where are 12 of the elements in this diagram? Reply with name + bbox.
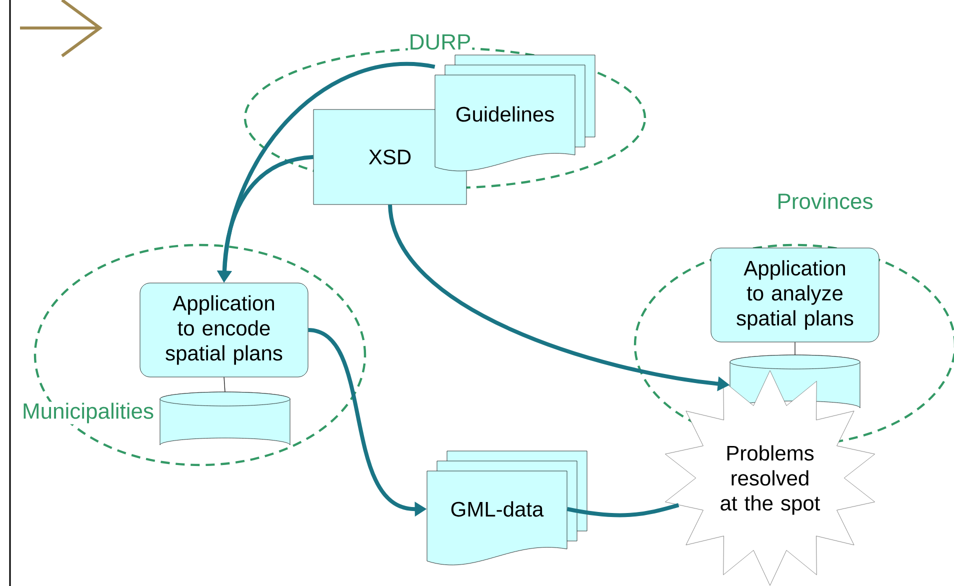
process-box: Application to analyze spatial plans bbox=[710, 248, 880, 342]
starburst: Problems resolved at the spot bbox=[665, 370, 875, 586]
document-stack: Guidelines bbox=[434, 54, 596, 172]
process-box: Application to encode spatial plans bbox=[140, 282, 308, 378]
node-label: Provinces bbox=[778, 192, 872, 210]
connector-line bbox=[566, 503, 680, 518]
database-cylinder bbox=[160, 392, 290, 446]
document-stack: GML-data bbox=[426, 450, 588, 566]
connector-line bbox=[794, 342, 796, 356]
node-label: DURP bbox=[410, 34, 470, 50]
node-label: Problems resolved at the spot bbox=[720, 445, 820, 515]
connector-line bbox=[224, 376, 226, 392]
